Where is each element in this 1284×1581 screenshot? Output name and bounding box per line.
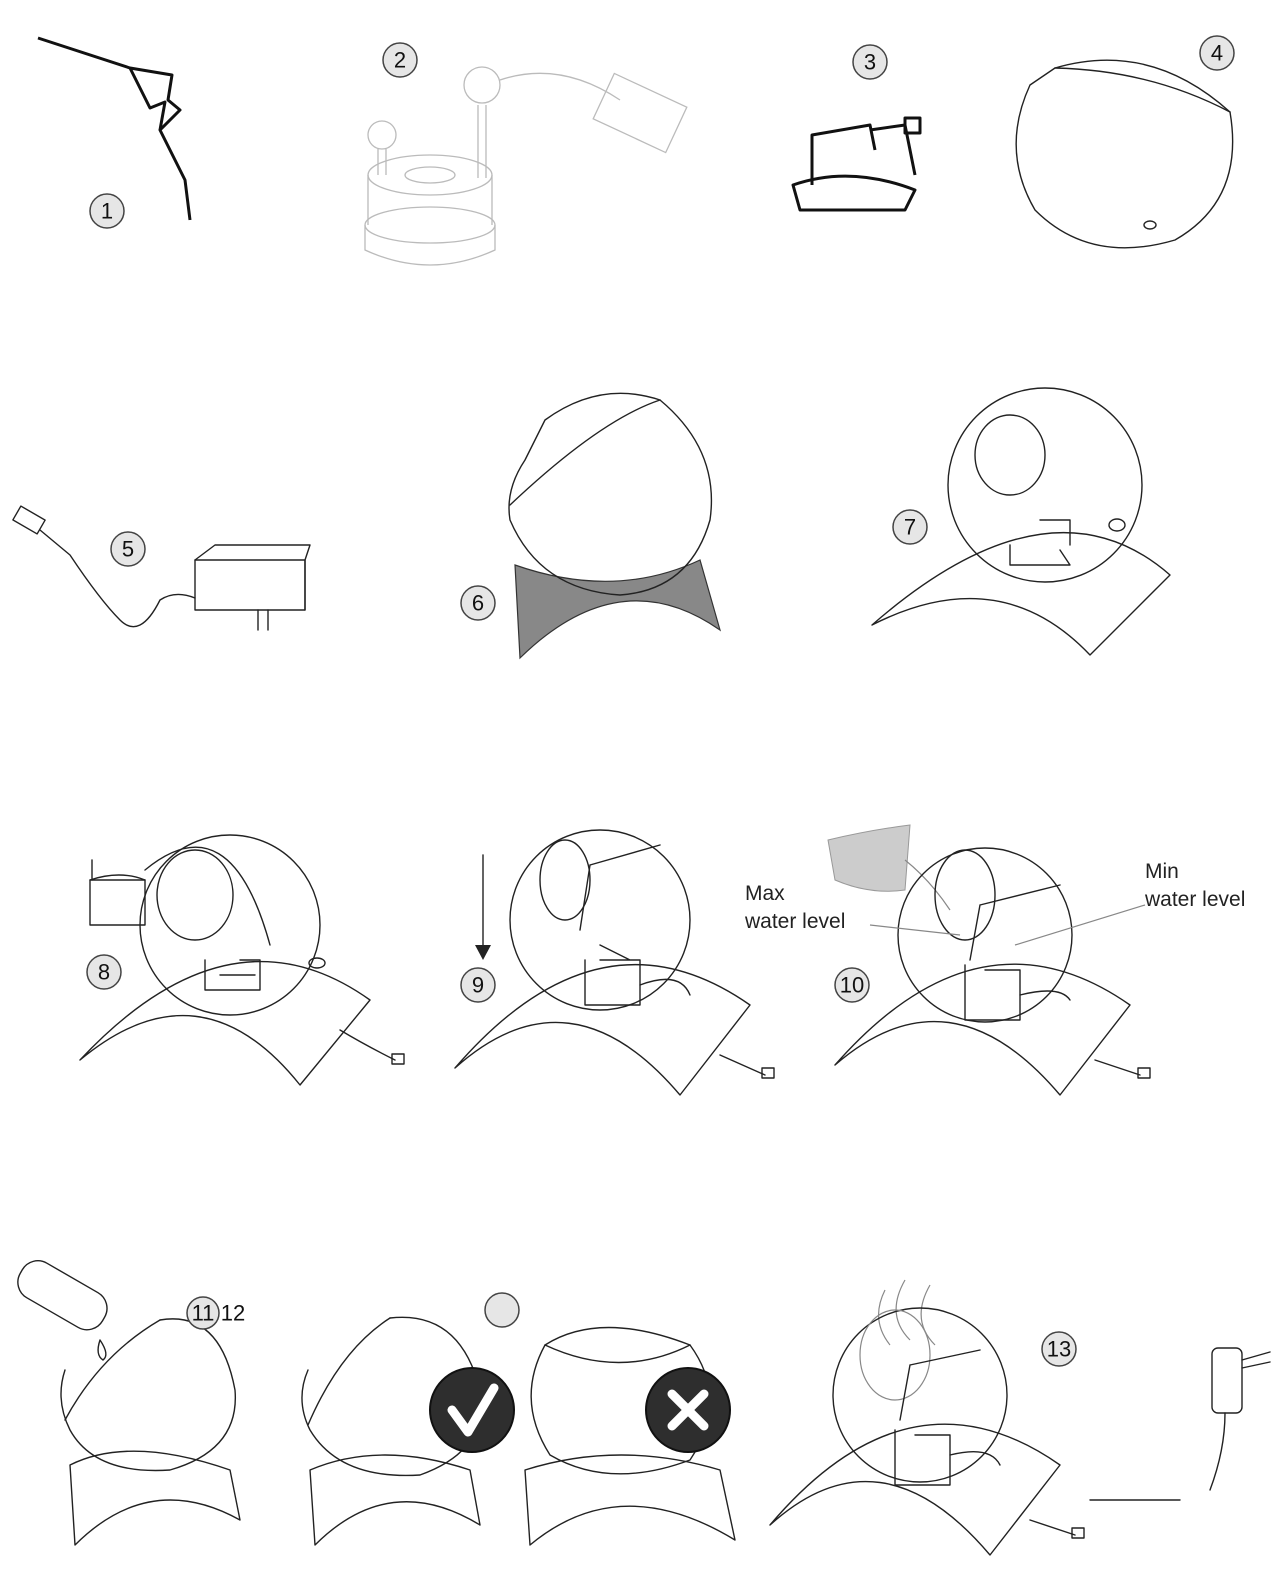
step-11-add-oil	[17, 1260, 241, 1546]
svg-text:9: 9	[472, 973, 484, 998]
svg-text:11: 11	[192, 1301, 215, 1326]
min-water-level-label: Min water level	[1144, 860, 1245, 911]
svg-text:2: 2	[394, 48, 406, 73]
stand	[514, 559, 722, 660]
step-6-marker: 6	[460, 585, 496, 621]
cross-icon	[667, 1389, 709, 1431]
svg-text:13: 13	[1047, 1337, 1071, 1362]
svg-text:Max: Max	[745, 882, 785, 905]
max-water-level-label: Max water level	[744, 882, 845, 933]
step-9-marker: 9	[460, 967, 496, 1003]
step-12-marker	[484, 1292, 520, 1328]
part-4-glass-bowl	[1015, 59, 1234, 249]
svg-text:10: 10	[840, 973, 864, 998]
step-5-marker: 5	[110, 531, 146, 567]
step-12-correct-orientation	[301, 1316, 515, 1546]
step-3-marker: 3	[852, 44, 888, 80]
step-8-assembly	[79, 834, 405, 1086]
step-2-marker: 2	[382, 42, 418, 78]
step-10-assembly	[827, 824, 1151, 1096]
checkmark-icon	[447, 1383, 499, 1437]
step-11-marker: 11 12	[186, 1296, 245, 1330]
step-12-incorrect-orientation	[524, 1326, 736, 1546]
svg-text:4: 4	[1211, 41, 1223, 66]
svg-text:7: 7	[904, 515, 916, 540]
step-9-assembly	[454, 829, 775, 1096]
part-3-mister-holder	[791, 116, 922, 212]
svg-text:water level: water level	[1144, 888, 1245, 911]
step-4-marker: 4	[1199, 35, 1235, 71]
svg-text:water level: water level	[744, 910, 845, 933]
step-1-marker: 1	[89, 193, 125, 229]
down-arrow-icon	[475, 945, 491, 960]
part-6-bowl-on-stand	[508, 392, 722, 660]
part-2-ultrasonic-mister	[364, 66, 688, 266]
part-5-power-adapter	[12, 505, 311, 631]
svg-text:Min: Min	[1145, 860, 1179, 883]
step-7-marker: 7	[892, 509, 928, 545]
checkmark-badge	[429, 1367, 515, 1453]
svg-text:8: 8	[98, 960, 110, 985]
svg-text:6: 6	[472, 591, 484, 616]
step-13-marker: 13	[1041, 1331, 1077, 1367]
svg-text:5: 5	[122, 537, 134, 562]
svg-text:1: 1	[101, 199, 113, 224]
step-10-marker: 10	[834, 967, 870, 1003]
svg-text:12: 12	[221, 1301, 245, 1326]
step-13-misting	[769, 1279, 1271, 1556]
step-7-assembly	[871, 387, 1171, 656]
svg-text:3: 3	[864, 50, 876, 75]
step-8-marker: 8	[86, 954, 122, 990]
part-1-mist-wand	[37, 36, 192, 221]
water-pitcher	[827, 824, 911, 892]
